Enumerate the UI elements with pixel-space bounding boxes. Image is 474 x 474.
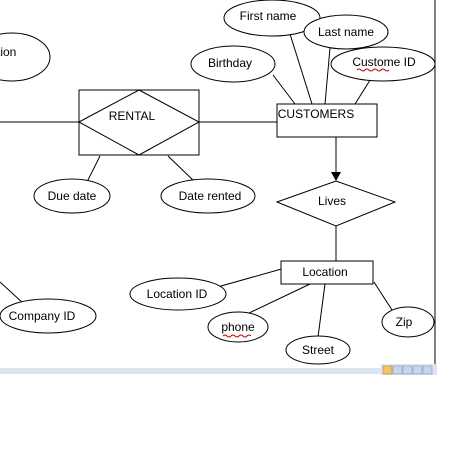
first-name-ellipse: [223, 0, 321, 37]
status-bar: [0, 364, 437, 375]
attribute-company-id[interactable]: Company ID: [0, 298, 97, 334]
street-ellipse: [285, 335, 351, 365]
street-label: Street: [302, 343, 335, 357]
first-name-connector: [289, 33, 313, 105]
birthday-label: Birthday: [208, 56, 252, 70]
company-id-label: Company ID: [9, 309, 76, 323]
rental-label: RENTAL: [109, 109, 156, 123]
location-id-connector: [213, 267, 286, 289]
rental-diamond: [77, 89, 201, 156]
attribute-zip[interactable]: Zip: [381, 306, 435, 338]
due-date-ellipse: [33, 178, 111, 214]
customer-id-connector: [354, 76, 373, 105]
status-bar-background: [0, 368, 437, 374]
location-id-ellipse: [129, 277, 227, 311]
birthday-connector: [272, 74, 296, 105]
attribute-birthday[interactable]: Birthday: [190, 45, 276, 83]
last-name-label: Last name: [318, 25, 374, 39]
print-layout-view-icon[interactable]: [382, 365, 393, 375]
outline-view-icon[interactable]: [412, 365, 423, 375]
relationship-lives[interactable]: Lives: [275, 180, 397, 227]
last-name-ellipse: [303, 14, 389, 50]
birthday-ellipse: [190, 45, 276, 83]
location-id-label: Location ID: [147, 287, 208, 301]
zip-connector: [373, 281, 393, 311]
due-date-connector: [86, 155, 101, 183]
customer-id-label: Custome ID: [352, 55, 416, 69]
connector-lines: [0, 33, 393, 338]
duration-label: uration: [0, 45, 16, 59]
customers-label: CUSTOMERS: [278, 107, 354, 121]
zip-label: Zip: [396, 315, 413, 329]
entity-location[interactable]: Location: [280, 260, 374, 285]
last-name-connector: [324, 47, 331, 105]
due-date-label: Due date: [48, 189, 97, 203]
full-screen-reading-icon[interactable]: [392, 365, 403, 375]
date-rented-label: Date rented: [179, 189, 242, 203]
company-id-ellipse: [0, 298, 97, 334]
first-name-label: First name: [240, 9, 297, 23]
phone-label: phone: [221, 320, 255, 334]
customer-id-ellipse: [330, 46, 436, 82]
attribute-location-id[interactable]: Location ID: [129, 277, 227, 311]
web-layout-icon[interactable]: [402, 365, 413, 375]
attribute-duration[interactable]: uration: [0, 32, 51, 82]
arrowhead-icon: [331, 172, 341, 181]
attribute-street[interactable]: Street: [285, 335, 351, 365]
location-label: Location: [302, 265, 347, 279]
date-rented-ellipse: [160, 178, 256, 214]
company-id-connector: [0, 281, 25, 305]
lives-diamond: [275, 180, 397, 227]
relationship-rental[interactable]: RENTAL: [77, 89, 201, 156]
date-rented-connector: [167, 155, 196, 183]
spellcheck-underline-icon: [222, 334, 252, 338]
attribute-phone[interactable]: phone: [207, 311, 269, 343]
lives-label: Lives: [318, 194, 346, 208]
phone-ellipse: [207, 311, 269, 343]
zip-ellipse: [381, 306, 435, 338]
street-connector: [317, 283, 326, 338]
attribute-first-name[interactable]: First name: [223, 0, 321, 37]
attribute-due-date[interactable]: Due date: [33, 178, 111, 214]
customers-box: [276, 103, 378, 138]
attribute-date-rented[interactable]: Date rented: [160, 178, 256, 214]
spellcheck-underline-icon: [356, 68, 390, 72]
entity-customers[interactable]: CUSTOMERS: [276, 103, 378, 138]
draft-view-icon[interactable]: [422, 365, 433, 375]
location-box: [280, 260, 374, 285]
phone-connector: [244, 283, 311, 316]
duration-ellipse: [0, 32, 51, 82]
attribute-customer-id[interactable]: Custome ID: [330, 46, 436, 82]
attribute-last-name[interactable]: Last name: [303, 14, 389, 50]
